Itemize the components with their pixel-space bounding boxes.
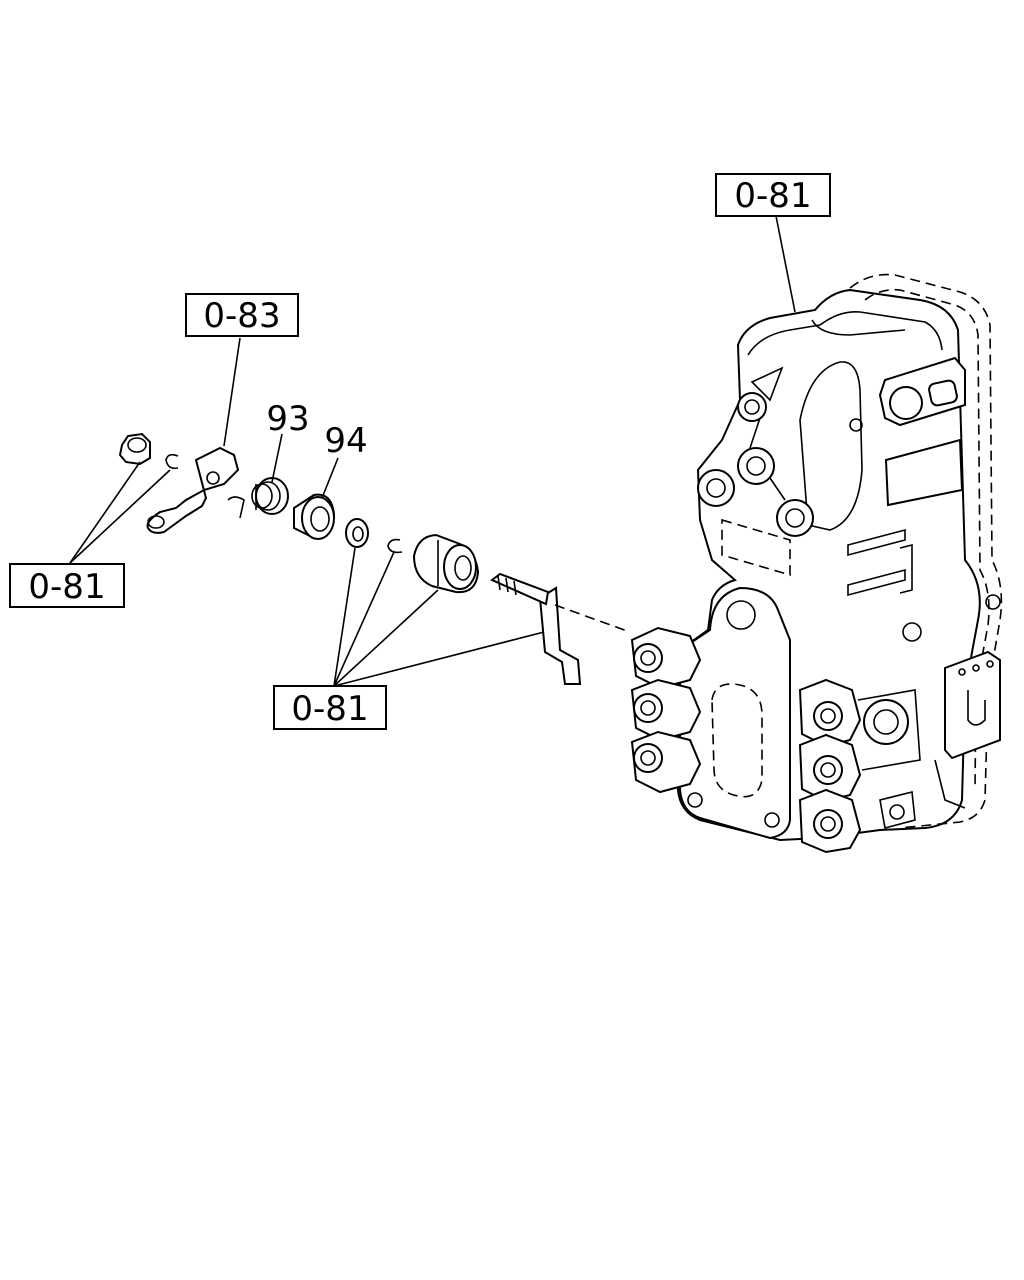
callout-box [185,293,299,337]
leader-lines [69,215,796,687]
spring-part-93 [227,477,289,519]
callout-label: 0-81 [28,567,105,607]
callout-box [9,563,125,608]
callout-left: 0-81 [9,563,125,608]
small-parts [118,432,403,554]
callout-center: 0-81 [273,685,387,730]
part-number-93: 93 [266,399,309,439]
flange-bolts [630,626,702,794]
pump-housing [630,273,1003,854]
callout-box [715,173,831,217]
callout-box [273,685,387,730]
callout-label: 0-83 [203,296,280,336]
part-number-94: 94 [324,421,367,461]
callout-top-right: 0-81 [715,173,831,217]
callout-upper-left: 0-83 [185,293,299,337]
bushing-part-94 [293,493,336,540]
side-bolts [798,678,862,854]
callout-label: 0-81 [734,176,811,216]
callout-label: 0-81 [291,689,368,729]
shaft-assembly [412,533,631,685]
